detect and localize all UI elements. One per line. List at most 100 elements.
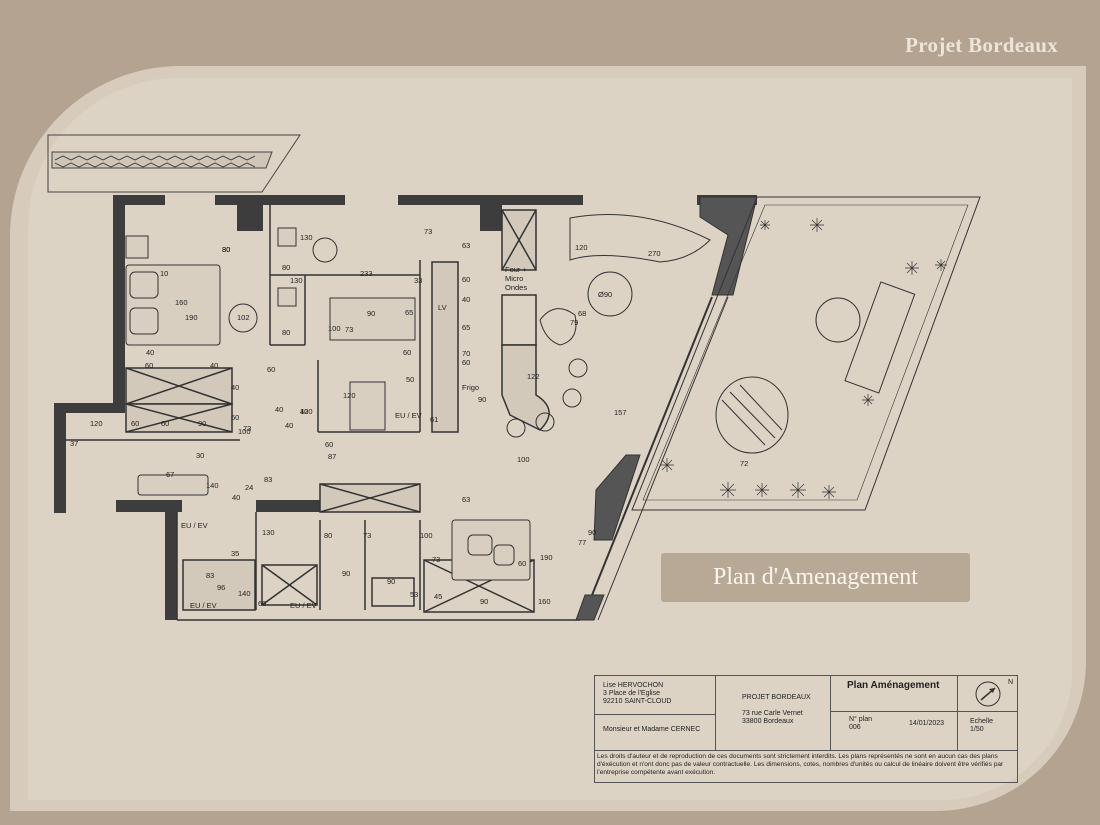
title-block: Lise HERVOCHON 3 Place de l'Eglise 92210…	[594, 675, 1018, 783]
eu-ev-label-3: EU / EV	[190, 601, 217, 610]
dimension-label: 63	[462, 495, 470, 504]
dimension-label: 100	[328, 324, 341, 333]
dimension-label: 40	[275, 405, 283, 414]
dimension-label: 102	[237, 313, 250, 322]
dimension-label: 65	[462, 323, 470, 332]
dimension-label: 83	[206, 571, 214, 580]
dimension-label: 90	[478, 395, 486, 404]
dimension-label: 60	[325, 440, 333, 449]
designer-cell: Lise HERVOCHON 3 Place de l'Eglise 92210…	[595, 676, 716, 750]
dimension-label: 30	[222, 245, 230, 254]
eu-ev-label-4: EU / EV	[290, 601, 317, 610]
dimension-label: 90	[588, 528, 596, 537]
dimension-label: 80	[282, 263, 290, 272]
dimension-label: 73	[243, 424, 251, 433]
plan-title-box: Plan d'Amenagement	[661, 553, 970, 602]
plan-date: 14/01/2023	[909, 720, 945, 727]
table-diameter: Ø90	[598, 290, 612, 299]
dimension-label: 40	[231, 383, 239, 392]
dimension-label: 60	[258, 599, 266, 608]
exterior-walls	[54, 195, 757, 620]
dimension-label: 130	[300, 233, 313, 242]
dimension-label: 60	[231, 413, 239, 422]
dimension-label: 79	[570, 318, 578, 327]
designer-addr1: 3 Place de l'Eglise	[603, 690, 660, 697]
furniture	[125, 214, 711, 581]
dimension-label: 122	[527, 372, 540, 381]
dimension-label: 90	[480, 597, 488, 606]
dimension-label: 130	[262, 528, 275, 537]
dimension-label: 65	[405, 308, 413, 317]
north-letter: N	[1008, 679, 1014, 686]
dimension-label: 100	[238, 427, 251, 436]
dimension-label: 73	[432, 555, 440, 564]
dimension-label: 73	[345, 325, 353, 334]
project-name: PROJET BORDEAUX	[742, 694, 811, 701]
interior-walls	[63, 205, 580, 621]
plan-no: 006	[849, 724, 861, 731]
brand-title: Projet Bordeaux	[905, 33, 1058, 57]
dimension-label: 100	[517, 455, 530, 464]
client-name: Monsieur et Madame CERNEC	[603, 726, 701, 733]
dimension-label: 60	[131, 419, 139, 428]
dimension-label: 35	[231, 549, 239, 558]
dimension-label: 60	[518, 559, 526, 568]
dimension-label: 160	[175, 298, 188, 307]
disclaimer: Les droits d'auteur et de reproduction d…	[597, 753, 1004, 776]
dimension-label: 40	[232, 493, 240, 502]
terrace	[631, 196, 981, 511]
dimension-label: 40	[146, 348, 154, 357]
dimension-label: 50	[406, 375, 414, 384]
plan-text: Four + Micro Ondes LV Frigo EU / EV EU /…	[181, 265, 612, 610]
dimension-label: 60	[145, 361, 153, 370]
dimension-label: 80	[282, 328, 290, 337]
frigo-label: Frigo	[462, 383, 479, 392]
dimension-label: 67	[166, 470, 174, 479]
terrace-plants	[660, 218, 947, 499]
dimension-label: 60	[462, 275, 470, 284]
dimension-label: 60	[403, 348, 411, 357]
designer-addr2: 92210 SAINT-CLOUD	[603, 698, 672, 705]
dimension-label: 33	[414, 276, 422, 285]
dimension-label: 61	[430, 415, 438, 424]
dimension-label: 70	[462, 349, 470, 358]
dimension-label: 90	[198, 419, 206, 428]
plan-no-label: N° plan	[849, 716, 873, 723]
dimension-label: 90	[387, 577, 395, 586]
scale-label: Echelle	[970, 718, 993, 725]
project-addr1: 73 rue Carle Vernet	[742, 710, 803, 717]
dimension-label: 120	[300, 407, 313, 416]
project-cell: PROJET BORDEAUX 73 rue Carle Vernet 3380…	[716, 676, 831, 750]
dimension-label: 77	[578, 538, 586, 547]
dimension-label: 190	[185, 313, 198, 322]
four-label-2: Micro	[505, 274, 523, 283]
eu-ev-label-2: EU / EV	[181, 521, 208, 530]
dimension-label: 80	[222, 245, 230, 254]
dimension-label: 90	[342, 569, 350, 578]
four-label-1: Four +	[505, 265, 528, 274]
dimension-label: 40	[285, 421, 293, 430]
dimension-label: 37	[70, 439, 78, 448]
north-arrow-icon	[975, 681, 1001, 707]
plan-title: Plan d'Amenagement	[713, 564, 918, 590]
lv-label: LV	[438, 303, 447, 312]
balcony-plants	[54, 155, 256, 168]
dimension-label: 90	[367, 309, 375, 318]
dimension-label: 30	[196, 451, 204, 460]
dimension-label: 72	[740, 459, 748, 468]
dimension-label: 45	[434, 592, 442, 601]
dimension-label: 63	[462, 241, 470, 250]
dimension-label: 68	[578, 309, 586, 318]
dimension-label: 233	[360, 269, 373, 278]
dimension-label: 53	[410, 590, 418, 599]
dimension-label: 120	[90, 419, 103, 428]
dimension-label: 120	[575, 243, 588, 252]
plan-info-cell: Plan Aménagement N° plan 006 14/01/2023	[831, 676, 958, 750]
project-addr2: 33800 Bordeaux	[742, 718, 794, 725]
scale-cell: N Echelle 1/50	[958, 676, 1018, 750]
dimension-label: 60	[161, 419, 169, 428]
dimension-label: 87	[328, 452, 336, 461]
dimension-label: 73	[363, 531, 371, 540]
